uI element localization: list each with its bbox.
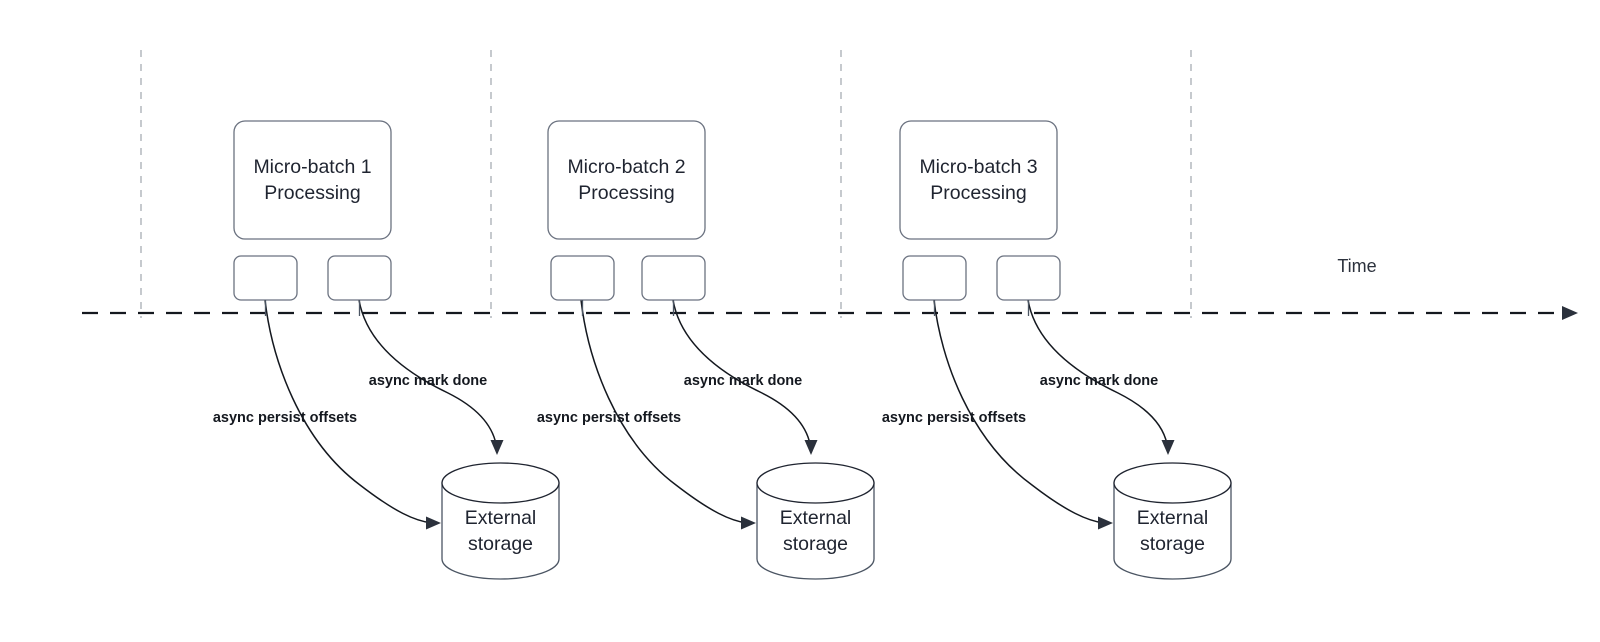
- async-mark-done-arrow-icon: [1161, 440, 1175, 455]
- async-mark-done-curve: [672, 299, 811, 445]
- external-storage-cylinder-top: [1113, 462, 1232, 504]
- async-mark-done-label: async mark done: [684, 373, 802, 389]
- time-axis-arrow-icon: [1562, 306, 1578, 320]
- microbatch-processing-box[interactable]: [899, 120, 1058, 240]
- external-storage-label-line2: storage: [1140, 533, 1205, 555]
- persist-offsets-task-box[interactable]: [550, 255, 615, 301]
- external-storage-cylinder-top: [756, 462, 875, 504]
- async-mark-done-arrow-icon: [804, 440, 818, 455]
- text-label-layer: Time Micro-batch 1 Processing async persist…: [213, 156, 1377, 555]
- persist-offsets-task-box[interactable]: [902, 255, 967, 301]
- external-storage-cylinder-body[interactable]: [441, 482, 560, 580]
- async-mark-done-curve: [1027, 299, 1168, 445]
- external-storage-label-line1: External: [780, 507, 852, 529]
- microbatch-label-line1: Micro-batch 3: [919, 156, 1037, 178]
- external-storage-label-line1: External: [465, 507, 537, 529]
- mark-done-task-box[interactable]: [327, 255, 392, 301]
- async-persist-offsets-label: async persist offsets: [882, 410, 1026, 426]
- async-persist-offsets-arrow-icon: [741, 516, 756, 530]
- mark-done-task-box[interactable]: [641, 255, 706, 301]
- microbatch-label-line1: Micro-batch 2: [567, 156, 685, 178]
- external-storage-label-line2: storage: [783, 533, 848, 555]
- microbatch-label-line2: Processing: [264, 182, 360, 204]
- external-storage-cylinder-body[interactable]: [1113, 482, 1232, 580]
- microbatch-processing-box[interactable]: [547, 120, 706, 240]
- microbatch-label-line2: Processing: [930, 182, 1026, 204]
- batch-boundary-layer: [140, 50, 1192, 318]
- async-mark-done-label: async mark done: [369, 373, 487, 389]
- async-mark-done-label: async mark done: [1040, 373, 1158, 389]
- external-storage-label-line1: External: [1137, 507, 1209, 529]
- microbatch-label-line1: Micro-batch 1: [253, 156, 371, 178]
- external-storage-cylinder-top: [441, 462, 560, 504]
- async-persist-offsets-arrow-icon: [1098, 516, 1113, 530]
- async-persist-offsets-curve: [264, 299, 433, 524]
- mark-done-task-box[interactable]: [996, 255, 1061, 301]
- async-persist-offsets-curve: [933, 299, 1105, 524]
- async-persist-offsets-label: async persist offsets: [537, 410, 681, 426]
- async-mark-done-arrow-icon: [490, 440, 504, 455]
- persist-offsets-task-box[interactable]: [233, 255, 298, 301]
- async-persist-offsets-curve: [580, 299, 748, 524]
- external-storage-cylinder-body[interactable]: [756, 482, 875, 580]
- async-mark-done-curve: [358, 299, 497, 445]
- async-persist-offsets-label: async persist offsets: [213, 410, 357, 426]
- time-axis-label: Time: [1337, 256, 1376, 276]
- async-persist-offsets-arrow-icon: [426, 516, 441, 530]
- microbatch-label-line2: Processing: [578, 182, 674, 204]
- node-layer: [233, 120, 1232, 580]
- flow-edge-layer: [264, 299, 1175, 530]
- microbatch-processing-box[interactable]: [233, 120, 392, 240]
- external-storage-label-line2: storage: [468, 533, 533, 555]
- time-axis-layer: [82, 306, 1578, 320]
